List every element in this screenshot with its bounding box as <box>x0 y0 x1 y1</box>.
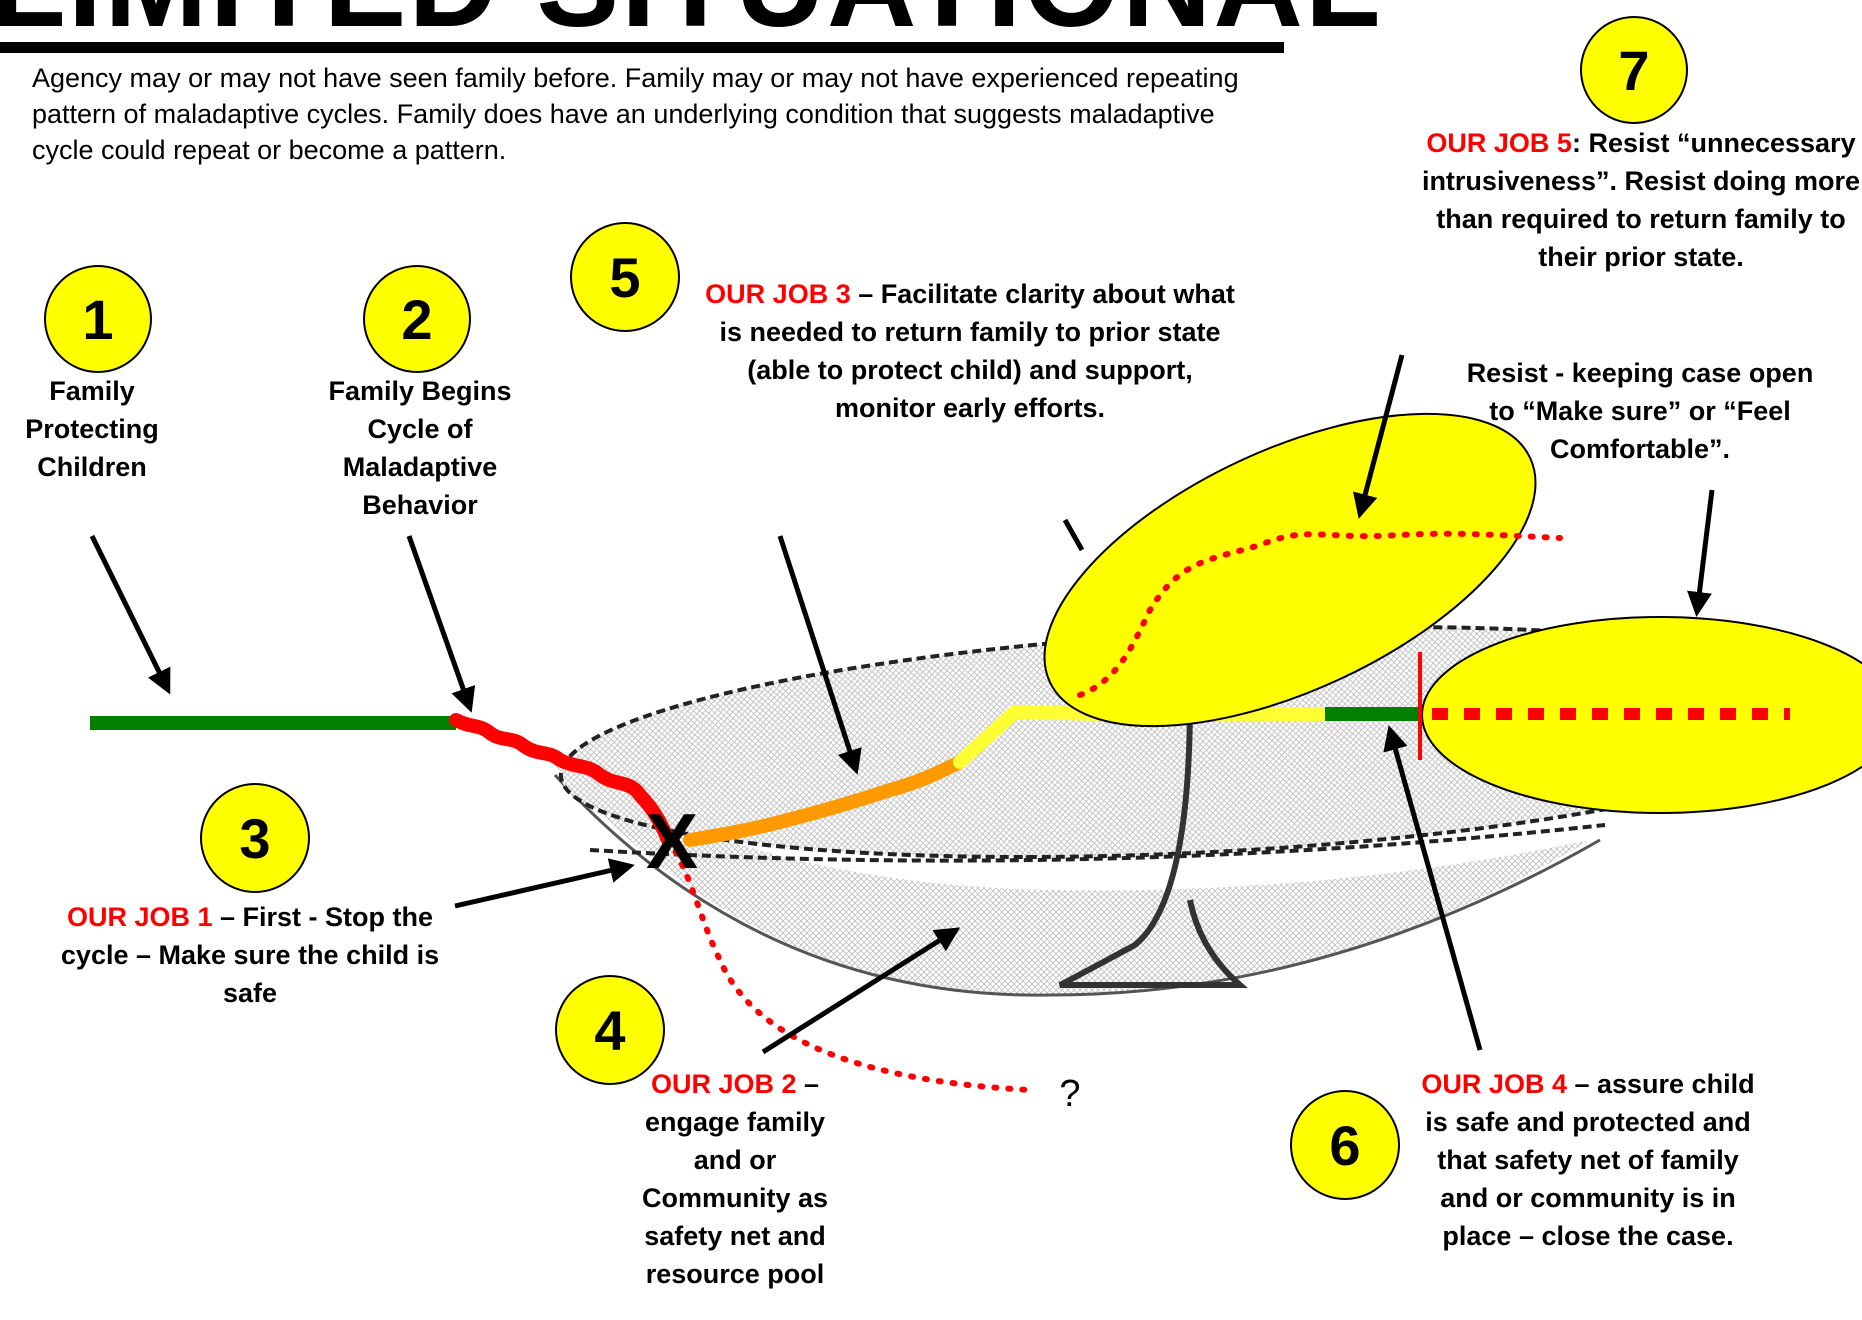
step-7-circle: 7 <box>1580 16 1688 124</box>
our-job-1-title: OUR JOB 1 <box>66 902 213 932</box>
safety-net-mesh <box>555 765 1590 996</box>
intro-text: Agency may or may not have seen family b… <box>32 63 1239 165</box>
lower-yellow-ellipse <box>1421 616 1862 814</box>
red-dotted-down-path <box>665 837 1033 1093</box>
step-1-circle: 1 <box>44 265 152 373</box>
arrow-6 <box>1383 725 1483 1051</box>
x-mark: X <box>646 797 698 885</box>
step-3-circle: 3 <box>200 783 310 893</box>
arrow-2 <box>406 535 476 713</box>
label-our-job-3: OUR JOB 3 – Facilitate clarity about wha… <box>700 275 1240 427</box>
question-mark: ? <box>1059 1073 1080 1115</box>
our-job-4-text: – assure child is safe and protected and… <box>1425 1069 1755 1251</box>
our-job-3-title: OUR JOB 3 <box>705 279 851 309</box>
arrow-4 <box>761 927 961 1055</box>
our-job-2-text: – engage family and or Community as safe… <box>641 1069 829 1289</box>
step-5-circle: 5 <box>570 222 680 332</box>
label-family-begins-cycle: Family Begins Cycle of Maladaptive Behav… <box>328 376 512 520</box>
label-resist-keeping-case-open: Resist - keeping case open to “Make sure… <box>1466 358 1814 464</box>
title-underline <box>0 42 1284 53</box>
label-our-job-1: OUR JOB 1 – First - Stop the cycle – Mak… <box>60 898 440 1012</box>
arrow-5 <box>777 535 862 775</box>
arrow-3 <box>454 858 635 909</box>
step-6-circle: 6 <box>1290 1090 1400 1200</box>
label-family-protecting: Family Protecting Children <box>25 376 159 482</box>
page-title: LIMITED SITUATIONAL <box>0 0 1381 46</box>
arrow-job3-tail <box>1062 518 1085 552</box>
label-our-job-5: OUR JOB 5: Resist “unnecessary intrusive… <box>1420 124 1862 276</box>
arrow-1 <box>89 534 171 695</box>
step-4-circle: 4 <box>555 975 665 1085</box>
label-our-job-2: OUR JOB 2 – engage family and or Communi… <box>640 1065 830 1293</box>
orange-path <box>683 755 967 847</box>
red-dotted-rising-path <box>1077 530 1563 698</box>
upper-yellow-ellipse <box>1043 412 1537 728</box>
label-our-job-4: OUR JOB 4 – assure child is safe and pro… <box>1418 1065 1758 1255</box>
arrow-resist <box>1687 489 1715 617</box>
red-wavy-path <box>449 713 675 847</box>
safety-net-front-rim <box>589 823 1606 863</box>
our-job-1-text: – First - Stop the cycle – Make sure the… <box>60 902 440 1008</box>
arrow-7 <box>1353 354 1405 519</box>
net-handle <box>1058 699 1248 988</box>
our-job-5-text: : Resist “unnecessary intrusiveness”. Re… <box>1421 128 1861 272</box>
our-job-4-title: OUR JOB 4 <box>1421 1069 1567 1099</box>
safety-net-lower-curve <box>553 773 1601 997</box>
our-job-5-title: OUR JOB 5 <box>1426 128 1572 158</box>
step-2-circle: 2 <box>363 265 471 373</box>
our-job-2-title: OUR JOB 2 <box>650 1069 797 1099</box>
our-job-3-text: – Facilitate clarity about what is neede… <box>719 279 1235 423</box>
